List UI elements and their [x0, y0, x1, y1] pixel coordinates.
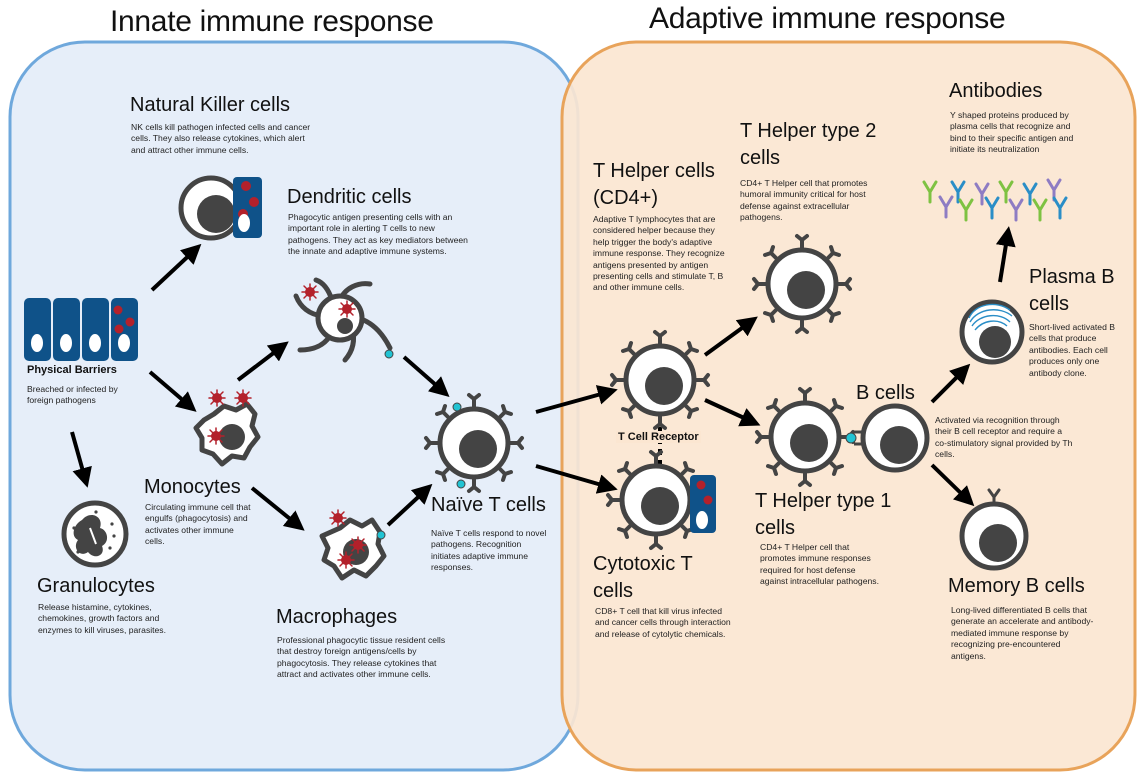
arrow-macrophage-to-naive-t [386, 483, 433, 527]
arrow-barrier-to-nk [150, 243, 202, 292]
cytotoxic-t-cells-description: CD8+ T cell that kill virus infected and… [595, 606, 731, 639]
dendritic-cell-title: Dendritic cells [287, 186, 412, 208]
t-cell-receptor-label: T Cell Receptor [616, 431, 701, 443]
macrophages-title: Macrophages [276, 606, 398, 628]
b-cells-title: B cells [856, 382, 915, 404]
th1-cell-icon [757, 389, 857, 485]
adaptive-section-title: Adaptive immune response [649, 2, 1006, 35]
monocyte-icon [193, 389, 261, 467]
t-helper-cells-title: T Helper cells (CD4+) [593, 160, 715, 209]
plasma-b-cell-icon [959, 299, 1025, 365]
arrow-barrier-to-monocyte [148, 370, 197, 412]
plasma-b-cells-description: Short-lived activated B cells that produ… [1029, 322, 1115, 378]
naive-t-cell-icon [426, 395, 522, 491]
dendritic-cell-icon [293, 277, 394, 363]
th1-cells-description: CD4+ T Helper cell that promotes immune … [760, 542, 879, 587]
b-cell-icon [854, 406, 927, 470]
arrow-monocyte-to-macrophage [250, 486, 305, 531]
th2-cells-description: CD4+ T Helper cell that promotes humoral… [740, 178, 868, 223]
naive-t-cells-title: Naïve T cells [431, 494, 546, 516]
arrow-th-to-th2 [703, 316, 758, 357]
cytotoxic-t-cells-title: Cytotoxic T cells [593, 553, 693, 602]
arrow-th-to-th1 [704, 398, 761, 427]
monocytes-title: Monocytes [144, 476, 241, 498]
macrophage-icon [319, 509, 387, 581]
macrophages-description: Professional phagocytic tissue resident … [277, 635, 446, 680]
arrow-barrier-to-granulocyte [70, 431, 92, 488]
monocytes-description: Circulating immune cell that engulfs (ph… [145, 502, 251, 547]
arrow-b-to-plasma [930, 363, 971, 404]
memory-b-cell-icon [962, 488, 1026, 568]
flow-arrows [70, 226, 1016, 531]
arrow-monocyte-to-dendritic [236, 341, 289, 382]
antibodies-title: Antibodies [949, 80, 1043, 102]
arrow-b-to-memory [930, 463, 975, 507]
nk-cell-description: NK cells kill pathogen infected cells an… [131, 122, 311, 155]
epithelial-barrier-icon [24, 298, 138, 361]
granulocytes-title: Granulocytes [37, 575, 155, 597]
arrow-plasma-to-antibodies [995, 226, 1016, 283]
dendritic-cell-description: Phagocytic antigen presenting cells with… [288, 212, 468, 257]
b-cells-description: Activated via recognition through their … [935, 415, 1073, 460]
cytotoxic-t-cell-icon [608, 452, 716, 548]
naive-t-cells-description: Naïve T cells respond to novel pathogens… [431, 528, 547, 573]
arrow-naive-to-t-helper [535, 385, 618, 414]
innate-section-title: Innate immune response [110, 5, 434, 38]
physical-barriers-description: Breached or infected by foreign pathogen… [27, 384, 118, 406]
memory-b-cells-description: Long-lived differentiated B cells that g… [951, 605, 1094, 661]
memory-b-cells-title: Memory B cells [948, 575, 1085, 597]
plasma-b-cells-title: Plasma B cells [1029, 266, 1115, 315]
t-helper-cells-description: Adaptive T lymphocytes that are consider… [593, 214, 725, 293]
granulocytes-description: Release histamine, cytokines, chemokines… [38, 602, 166, 635]
arrow-naive-to-cytotoxic [535, 464, 618, 494]
th2-cells-title: T Helper type 2 cells [740, 120, 877, 169]
nk-cell-title: Natural Killer cells [130, 94, 291, 116]
physical-barriers-title: Physical Barriers [27, 364, 117, 376]
nk-cell-icon [178, 175, 262, 241]
granulocyte-icon [61, 500, 129, 568]
th1-cells-title: T Helper type 1 cells [755, 490, 892, 539]
antibodies-description: Y shaped proteins produced by plasma cel… [950, 110, 1074, 155]
arrow-dendritic-to-naive-t [402, 355, 450, 397]
